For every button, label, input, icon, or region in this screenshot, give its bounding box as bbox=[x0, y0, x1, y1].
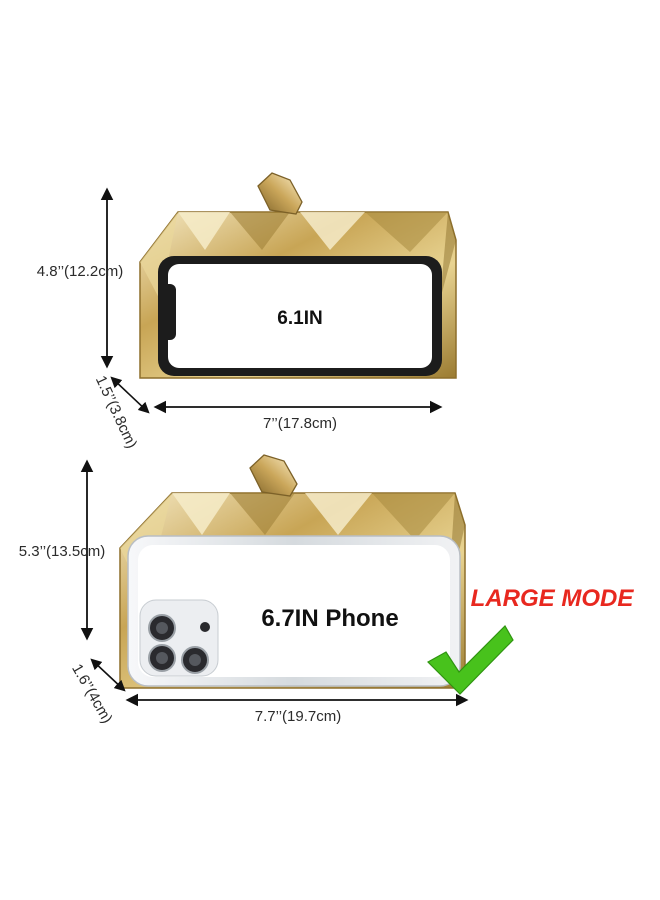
bottom-clutch: 6.7IN Phone bbox=[119, 454, 466, 689]
large-mode-badge: LARGE MODE bbox=[471, 585, 635, 612]
top-depth-label: 1.5’’(3.8cm) bbox=[92, 373, 140, 451]
top-phone bbox=[158, 256, 442, 376]
bottom-width-label: 7.7’’(19.7cm) bbox=[255, 708, 341, 725]
flash-icon bbox=[200, 622, 210, 632]
top-height-label: 4.8’’(12.2cm) bbox=[37, 263, 123, 280]
top-clasp-icon bbox=[257, 172, 303, 215]
bottom-depth-label: 1.6’’(4cm) bbox=[68, 661, 116, 726]
bottom-clasp-icon bbox=[249, 454, 298, 497]
bottom-depth-arrow bbox=[90, 658, 126, 692]
check-icon bbox=[427, 625, 514, 695]
bottom-height-label: 5.3’’(13.5cm) bbox=[19, 543, 105, 560]
top-clutch: 6.1IN bbox=[139, 172, 457, 379]
top-width-label: 7’’(17.8cm) bbox=[263, 415, 337, 432]
bottom-phone-size-label: 6.7IN Phone bbox=[261, 605, 398, 632]
top-phone-size-label: 6.1IN bbox=[277, 308, 322, 329]
top-depth-arrow bbox=[110, 376, 150, 414]
bottom-phone bbox=[127, 535, 461, 687]
